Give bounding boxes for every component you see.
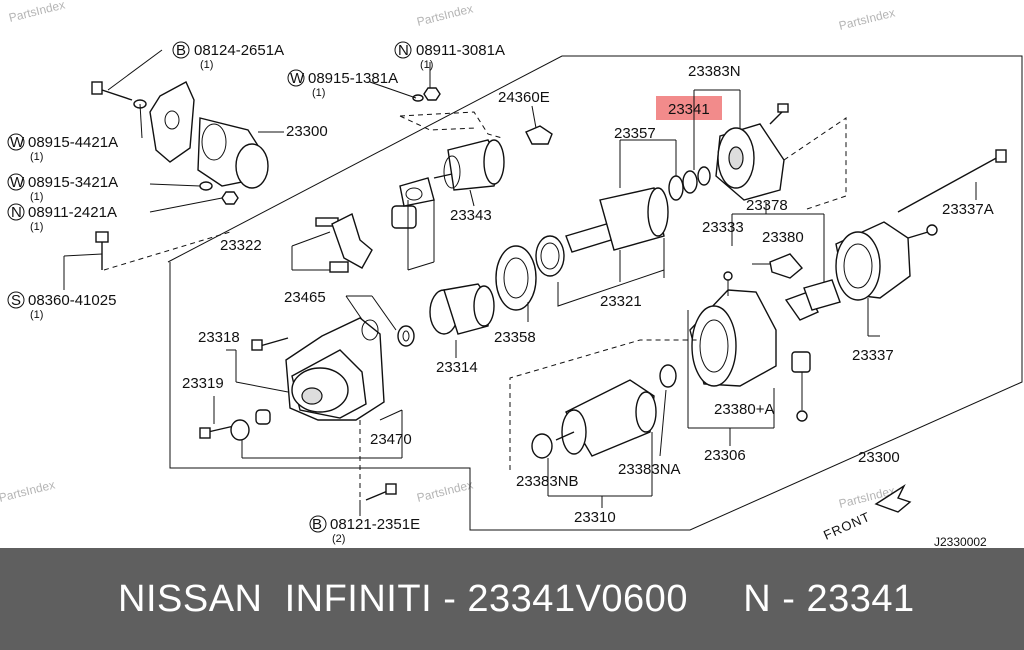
part-info-text: NISSAN INFINITI - 23341V0600 N - 23341 — [118, 577, 915, 620]
part-number-label: 23380 — [762, 229, 804, 246]
part-24360e — [525, 105, 553, 145]
small-nut-washer-group — [369, 62, 503, 139]
part-23322-lever — [291, 213, 373, 273]
part-number-label: 23310 — [574, 509, 616, 526]
part-number-label: 23337A — [942, 201, 994, 218]
part-23310-armature — [531, 364, 677, 508]
part-number-label: 23337 — [852, 347, 894, 364]
fastener-code: 08911-3081A — [416, 42, 505, 59]
fastener-qty: (1) — [420, 59, 433, 71]
fastener-qty: (1) — [200, 59, 213, 71]
part-23470-front-housing — [199, 317, 403, 516]
part-number-label: 23306 — [704, 447, 746, 464]
part-number-label: 23314 — [436, 359, 478, 376]
front-label: FRONT — [821, 509, 873, 543]
part-23337-rear-cover — [835, 149, 1007, 337]
part-number-label: 23380+A — [714, 401, 774, 418]
lever-fork-parts — [391, 177, 435, 271]
top-left-bracket-group — [63, 49, 284, 290]
fastener-symbol: W — [10, 174, 25, 191]
fastener-symbol: W — [10, 134, 25, 151]
part-number-label: 23383NA — [618, 461, 681, 478]
part-number-label: 23322 — [220, 237, 262, 254]
part-number-label: 23465 — [284, 289, 326, 306]
fastener-code: 08121-2351E — [330, 516, 420, 533]
fastener-code: 08911-2421A — [28, 204, 117, 221]
part-number-label: 23383N — [688, 63, 741, 80]
fastener-callout: W 08915-4421A (1) — [7, 133, 118, 163]
fastener-callout: B 08124-2651A (1) — [172, 41, 284, 71]
part-23378-brush-holder — [731, 202, 841, 422]
fastener-callout: N 08911-2421A (1) — [7, 203, 117, 233]
part-number-label: 23333 — [702, 219, 744, 236]
watermark: PartsIndex — [415, 477, 474, 504]
part-number-label: 23319 — [182, 375, 224, 392]
fastener-callout: W 08915-3421A (1) — [7, 173, 118, 203]
fastener-qty: (2) — [332, 533, 345, 545]
fastener-callout: S 08360-41025 (1) — [7, 291, 116, 321]
fastener-code: 08124-2651A — [194, 42, 284, 59]
part-number-label: 23300 — [858, 449, 900, 466]
diagram-code: J2330002 — [934, 535, 987, 548]
fastener-qty: (1) — [30, 191, 43, 203]
part-info-banner: NISSAN INFINITI - 23341V0600 N - 23341 — [0, 548, 1024, 650]
part-number-label: 23318 — [198, 329, 240, 346]
part-23306-yoke — [509, 271, 777, 470]
watermark: PartsIndex — [7, 0, 66, 25]
part-number-label: 23321 — [600, 293, 642, 310]
part-number-label: 23357 — [614, 125, 656, 142]
fastener-code: 08360-41025 — [28, 292, 116, 309]
part-23343-solenoid — [433, 139, 505, 207]
part-number-label: 23343 — [450, 207, 492, 224]
watermark: PartsIndex — [415, 1, 474, 28]
fastener-callout: N 08911-3081A (1) — [394, 41, 505, 71]
part-23314-pinion — [429, 283, 495, 358]
starter-motor-exploded-diagram: PartsIndex PartsIndex PartsIndex PartsIn… — [0, 0, 1023, 548]
fastener-qty: (1) — [30, 309, 43, 321]
fastener-qty: (1) — [30, 151, 43, 163]
fastener-callout: B 08121-2351E (2) — [309, 515, 420, 545]
watermark: PartsIndex — [0, 477, 56, 504]
drive-shaft-assembly — [565, 166, 711, 282]
fastener-qty: (1) — [312, 87, 325, 99]
part-number-label: 23378 — [746, 197, 788, 214]
part-number-label: 24360E — [498, 89, 550, 106]
part-number-label: 23358 — [494, 329, 536, 346]
watermark: PartsIndex — [837, 5, 896, 32]
fastener-code: 08915-4421A — [28, 134, 118, 151]
fastener-code: 08915-3421A — [28, 174, 118, 191]
part-number-label: 23470 — [370, 431, 412, 448]
fastener-symbol: S — [11, 292, 21, 309]
part-23357 — [619, 139, 677, 188]
part-number-label: 23300 — [286, 123, 328, 140]
part-number-label-highlighted: 23341 — [668, 101, 710, 118]
fastener-symbol: N — [398, 42, 409, 59]
part-23358-ring — [495, 235, 665, 322]
fastener-qty: (1) — [30, 221, 43, 233]
assembly-outline — [167, 55, 1023, 531]
fastener-symbol: N — [11, 204, 22, 221]
part-number-label: 23383NB — [516, 473, 579, 490]
highlight-23341 — [656, 96, 722, 120]
fastener-symbol: B — [312, 516, 322, 533]
fastener-callout: W 08915-1381A (1) — [287, 69, 398, 99]
fastener-code: 08915-1381A — [308, 70, 398, 87]
part-23341-housing — [656, 89, 847, 211]
fastener-symbol: W — [290, 70, 305, 87]
fastener-symbol: B — [176, 42, 186, 59]
